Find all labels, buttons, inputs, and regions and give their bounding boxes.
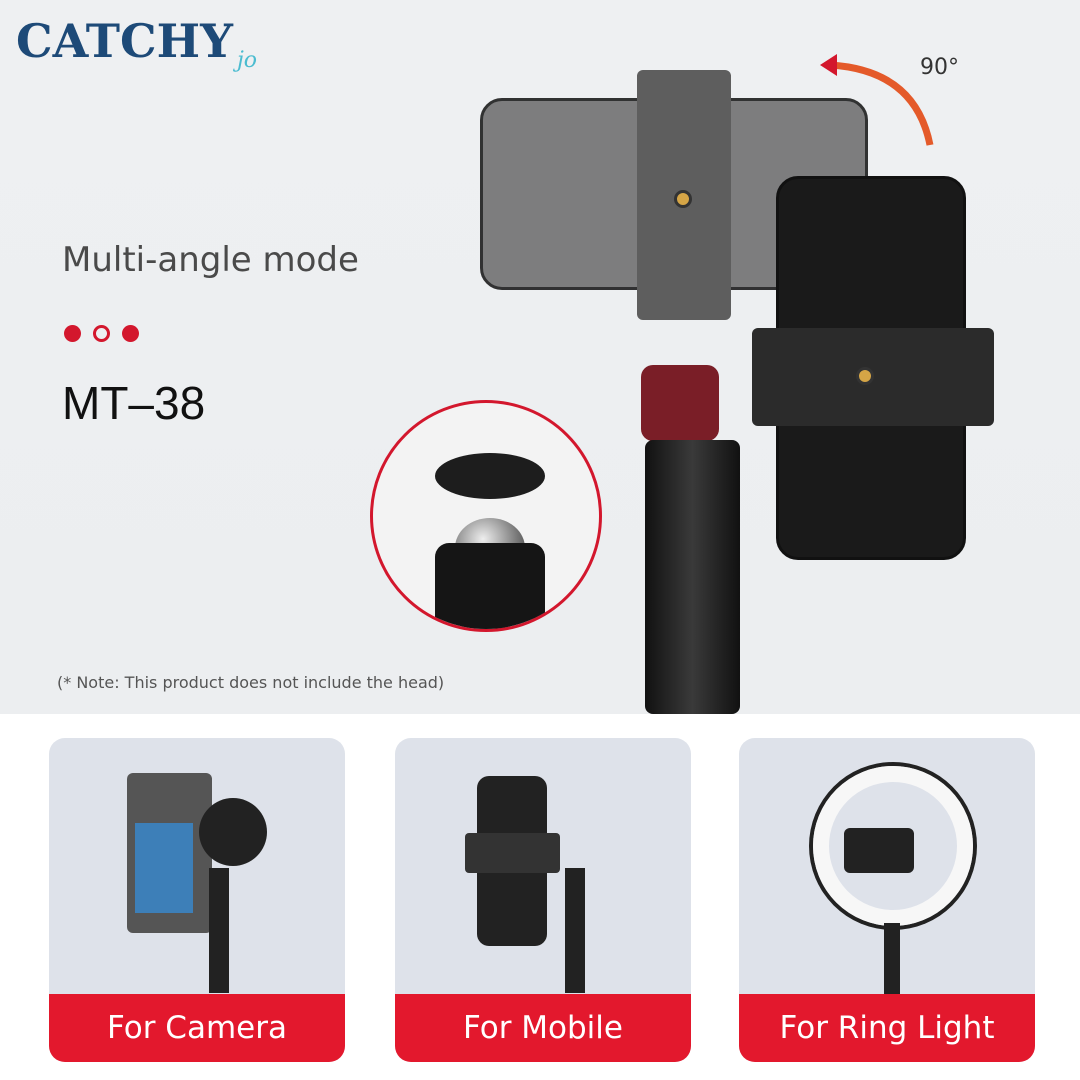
brand-logo-script: jo xyxy=(236,48,258,73)
ball-head-closeup xyxy=(370,400,602,632)
ball-head-image xyxy=(641,365,719,441)
card-label: For Ring Light xyxy=(739,994,1035,1062)
model-number: MT–38 xyxy=(62,377,206,429)
dot-outline xyxy=(93,325,110,342)
use-case-card-mobile: For Mobile xyxy=(395,738,691,1062)
feature-title: Multi-angle mode xyxy=(62,240,359,280)
hero-section: CATCHY jo 90° Multi-angle mode MT–38 (* … xyxy=(0,0,1080,714)
card-label: For Mobile xyxy=(395,994,691,1062)
card-label: For Camera xyxy=(49,994,345,1062)
dot-filled xyxy=(122,325,139,342)
rotate-arrow-icon xyxy=(820,54,934,146)
use-case-card-ring-light: For Ring Light xyxy=(739,738,1035,1062)
product-note: (* Note: This product does not include t… xyxy=(57,673,445,692)
brand-logo: CATCHY jo xyxy=(16,14,257,74)
dot-filled xyxy=(64,325,81,342)
tripod-pole-image xyxy=(645,440,740,714)
brand-logo-text: CATCHY xyxy=(16,14,233,68)
dot-indicator xyxy=(64,325,139,342)
mount-hole xyxy=(674,190,692,208)
use-case-card-camera: For Camera xyxy=(49,738,345,1062)
mount-hole xyxy=(856,367,874,385)
rotation-label: 90° xyxy=(920,55,959,80)
